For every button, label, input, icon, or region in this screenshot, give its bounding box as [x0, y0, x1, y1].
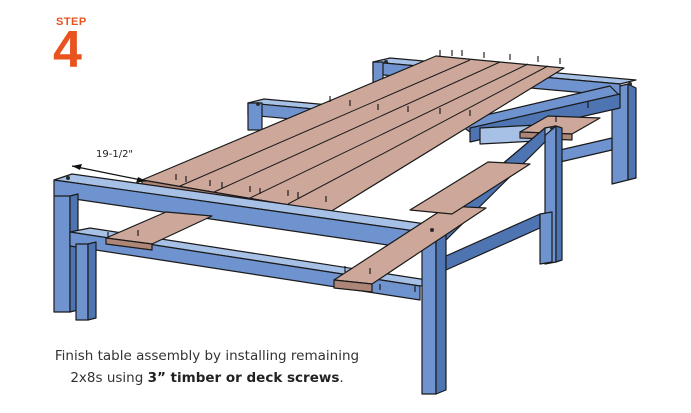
- instruction-caption: Finish table assembly by installing rema…: [0, 345, 414, 389]
- caption-line-2: 2x8s using 3” timber or deck screws.: [0, 367, 414, 389]
- screw-icon: [107, 50, 589, 292]
- caption-screw-spec: 3” timber or deck screws: [147, 370, 340, 386]
- step-number: 4: [53, 21, 82, 79]
- caption-line-2-suffix: .: [339, 370, 344, 386]
- leg-caps: [66, 60, 632, 232]
- dimension-arrow-icon: [71, 164, 147, 183]
- dimension-label: 19-1/2": [96, 149, 134, 160]
- caption-line-1: Finish table assembly by installing rema…: [54, 348, 360, 364]
- step-label: STEP: [56, 16, 87, 28]
- seat-boards: [105, 161, 531, 293]
- caption-line-2-prefix: 2x8s using: [70, 370, 148, 386]
